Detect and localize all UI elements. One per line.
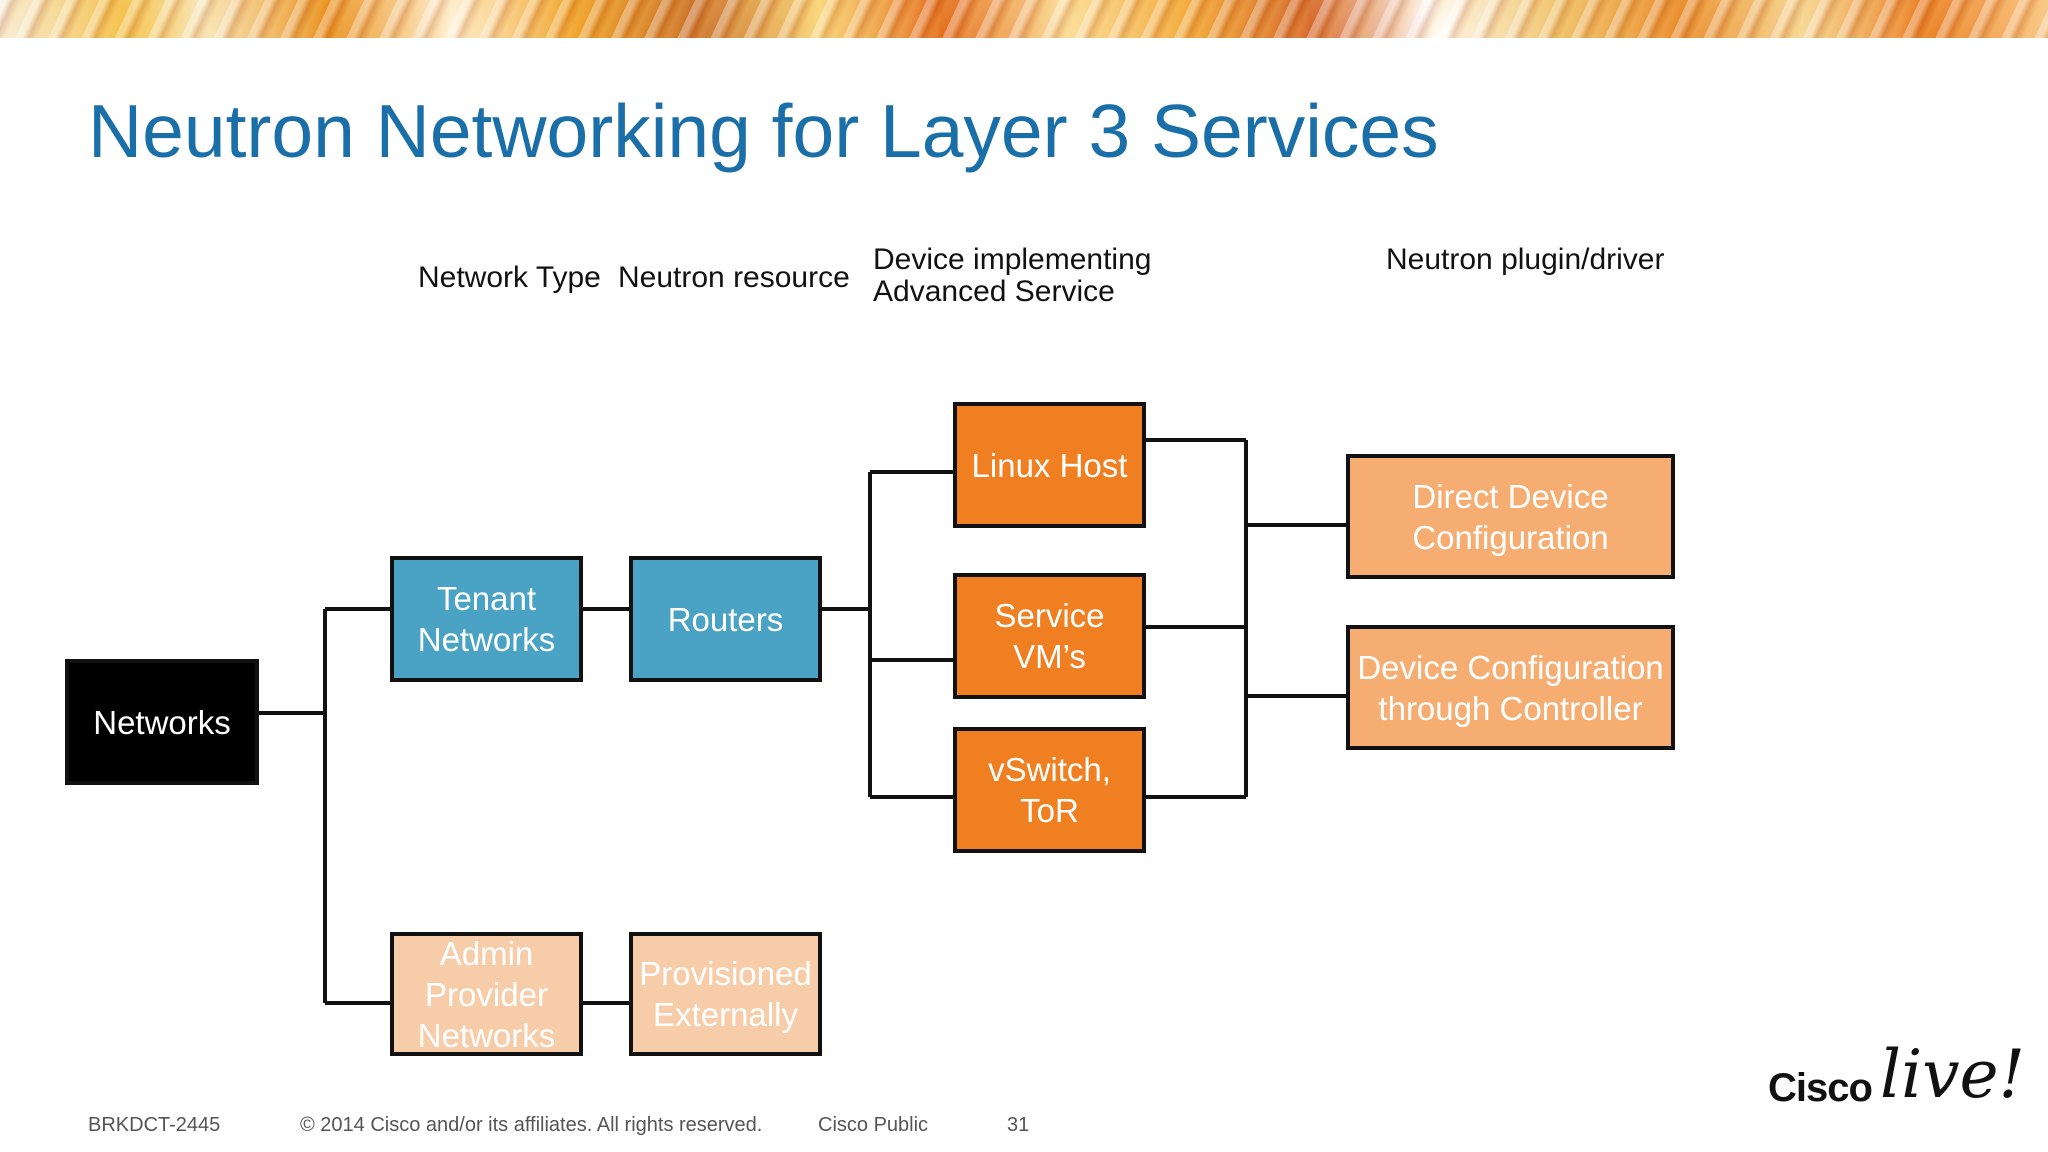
column-header-plugin: Neutron plugin/driver xyxy=(1386,243,1665,276)
footer-session-id: BRKDCT-2445 xyxy=(88,1114,221,1136)
service-vms-box: Service VM’s xyxy=(953,573,1146,699)
column-header-neutron-resource: Neutron resource xyxy=(618,261,850,294)
footer-classification: Cisco Public xyxy=(818,1114,929,1136)
admin-provider-networks-box: Admin Provider Networks xyxy=(390,932,583,1056)
provisioned-externally-box: Provisioned Externally xyxy=(629,932,822,1056)
column-header-device: Device implementing Advanced Service xyxy=(873,243,1152,308)
cisco-live-logo: Cisco live! xyxy=(1768,1030,2025,1113)
logo-brand: Cisco xyxy=(1768,1066,1873,1110)
direct-device-configuration-box: Direct Device Configuration xyxy=(1346,454,1675,579)
header-banner xyxy=(0,0,2048,38)
routers-box: Routers xyxy=(629,556,822,682)
slide-title: Neutron Networking for Layer 3 Services xyxy=(88,89,1439,173)
device-configuration-controller-box: Device Configuration through Controller xyxy=(1346,625,1675,750)
linux-host-box: Linux Host xyxy=(953,402,1146,528)
tenant-networks-box: Tenant Networks xyxy=(390,556,583,682)
column-header-network-type: Network Type xyxy=(418,261,601,294)
footer-copyright: © 2014 Cisco and/or its affiliates. All … xyxy=(300,1114,763,1136)
footer-page-number: 31 xyxy=(1007,1114,1030,1136)
logo-suffix: live! xyxy=(1880,1036,2026,1113)
networks-box: Networks xyxy=(65,659,259,785)
vswitch-tor-box: vSwitch, ToR xyxy=(953,727,1146,853)
